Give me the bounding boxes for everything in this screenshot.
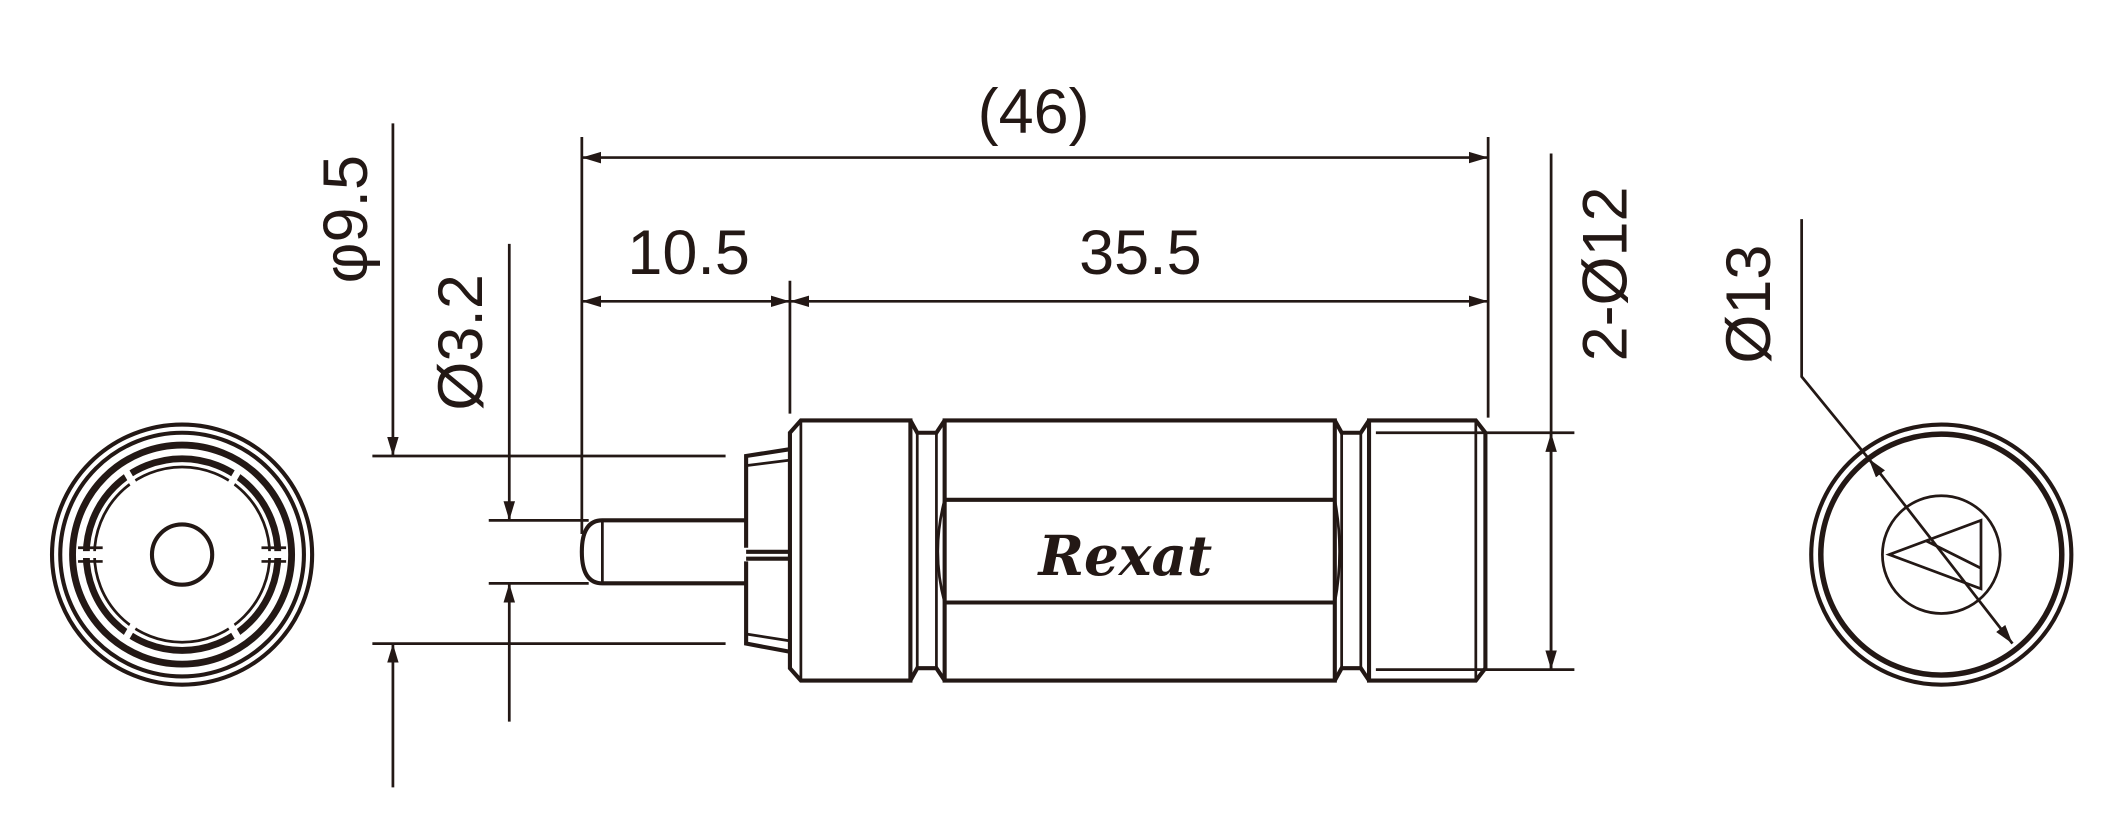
triangle-mark: [1885, 518, 1983, 591]
pin-diameter-dimension: [488, 243, 589, 722]
length-dimensions: [580, 137, 1490, 535]
groove-2: [1333, 419, 1371, 682]
overall-length-label: (46): [978, 77, 1090, 147]
front-plate: [787, 418, 913, 683]
outer-diameter-dimension: [372, 123, 726, 788]
body-length-label: 35.5: [1079, 218, 1202, 288]
groove-1: [908, 419, 947, 682]
end-diameter-label: Ø13: [1714, 245, 1784, 364]
right-end-view: [1800, 219, 2074, 687]
pin-length-label: 10.5: [627, 218, 750, 288]
connector-side-view: [579, 418, 1575, 683]
thread-section: [1366, 418, 1488, 683]
outer-diameter-label: φ9.5: [311, 155, 381, 283]
brand-logo: Rexat: [1036, 524, 1212, 588]
body-diameter-label: 2-Ø12: [1570, 186, 1640, 361]
main-body: [942, 418, 1337, 683]
pin: [579, 518, 747, 586]
pin-diameter-label: Ø3.2: [426, 274, 496, 411]
left-end-view: [49, 422, 315, 687]
